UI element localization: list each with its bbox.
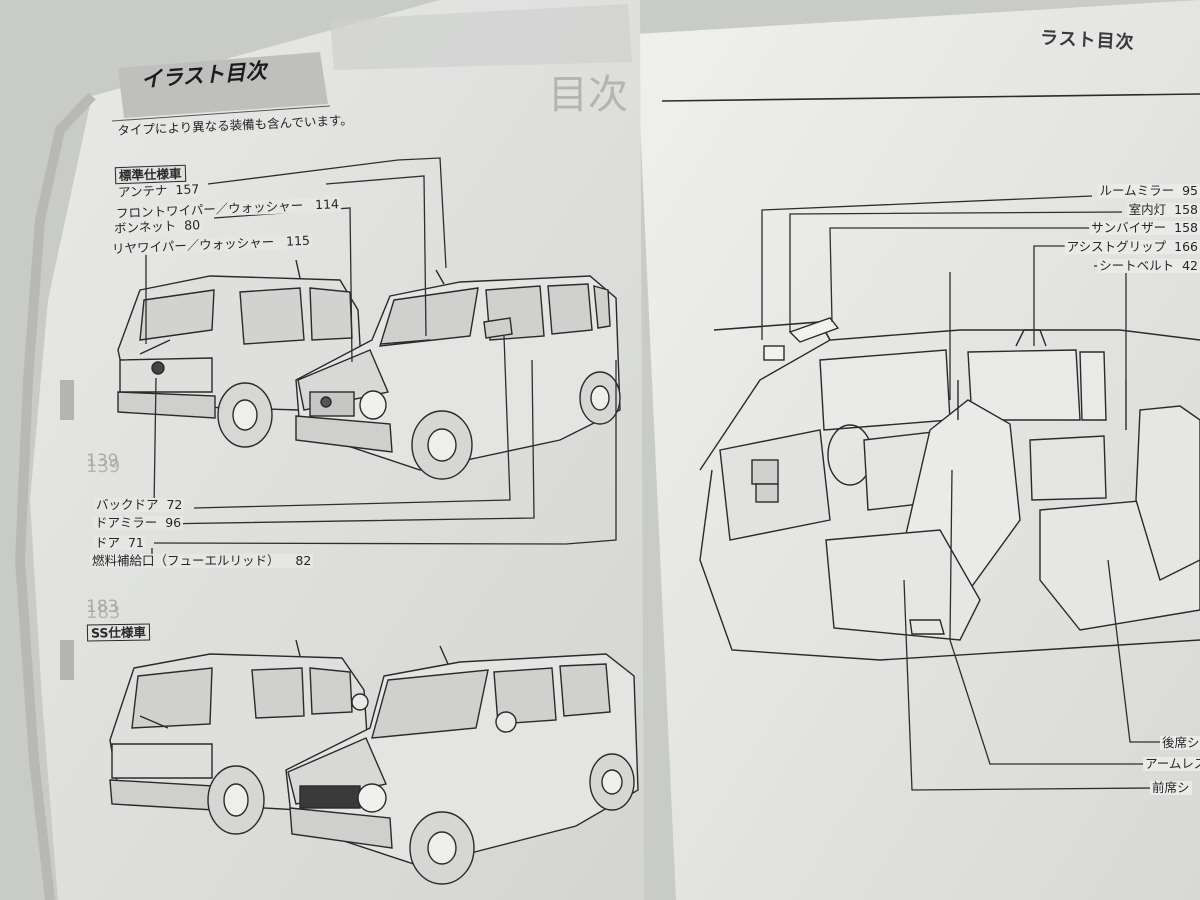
svg-text:139: 139 [86,456,120,477]
label-fuel-lid: 燃料補給口（フューエルリッド） 82 [90,553,314,568]
label-sun-visor: サンバイザー 158 [1089,220,1200,235]
right-page-title: ラスト目次 [1039,27,1136,54]
ss-car-front-illustration [285,645,639,885]
label-assist-grip: アシストグリップ 166 [1064,239,1200,254]
label-room-lamp: 室内灯 158 [1126,202,1200,217]
bleed-number-183: 183 [86,597,119,617]
label-back-door: バックドア 72 [94,497,185,512]
svg-text:目次: 目次 [548,72,628,118]
section-tag-ss: SS仕様車 [86,623,151,642]
label-front-seat: 前席シ [1150,780,1192,795]
bleed-number-139: 139 [86,451,119,471]
label-rear-seat: 後席シ [1160,735,1200,750]
label-seat-belt: シートベルト 42 [1097,258,1200,273]
interior-illustration [699,317,1200,661]
label-door-mirror: ドアミラー 96 [93,515,184,530]
svg-text:183: 183 [86,602,120,623]
label-armrest: アームレス [1143,757,1200,771]
bleed-through: 目次 139 183 [60,72,628,680]
label-room-mirror: ルームミラー 95 [1097,183,1200,198]
left-leader-lines [145,157,617,560]
label-door: ドア 71 [93,535,146,550]
right-leader-lines [761,195,1160,791]
standard-car-front-illustration [295,269,621,480]
